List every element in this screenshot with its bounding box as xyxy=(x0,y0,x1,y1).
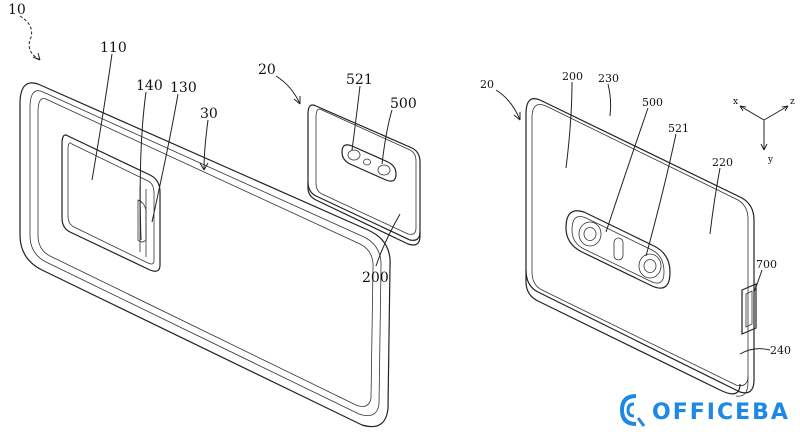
camera-module-small xyxy=(307,104,421,246)
leader-lines xyxy=(19,15,771,355)
label-face-200-left: 200 xyxy=(362,270,389,286)
axis-y-label: y xyxy=(767,155,774,165)
axis-z-label: z xyxy=(790,97,795,107)
label-side-240: 240 xyxy=(770,344,791,357)
label-hole-521-right: 521 xyxy=(668,122,689,135)
label-fig-ref: 10 xyxy=(8,2,26,18)
label-edge-230: 230 xyxy=(598,72,619,85)
camera-module-large xyxy=(525,98,757,397)
coordinate-axes: x z y xyxy=(733,97,795,165)
label-hole-521-left: 521 xyxy=(346,72,373,88)
label-slot-140: 140 xyxy=(136,78,163,94)
watermark: OFFICEBA xyxy=(619,394,790,427)
label-lens-500-left: 500 xyxy=(390,96,417,112)
watermark-text: OFFICEBA xyxy=(652,400,790,425)
label-side-220: 220 xyxy=(712,156,733,169)
camera-recess xyxy=(61,134,161,272)
label-module-left: 20 xyxy=(258,62,276,78)
axis-x-label: x xyxy=(733,97,738,107)
label-module-right: 20 xyxy=(480,78,494,91)
label-back-cover: 30 xyxy=(200,106,218,122)
label-lens-500-right: 500 xyxy=(642,96,663,109)
label-recess: 110 xyxy=(100,40,127,56)
label-connector-700: 700 xyxy=(756,258,777,271)
watermark-logo-icon xyxy=(619,394,646,427)
label-face-200-right: 200 xyxy=(562,70,583,83)
phone-back-cover xyxy=(19,82,391,428)
reference-numerals: 10 110 140 130 30 20 521 500 200 20 200 … xyxy=(8,2,791,357)
label-slot-130: 130 xyxy=(170,80,197,96)
